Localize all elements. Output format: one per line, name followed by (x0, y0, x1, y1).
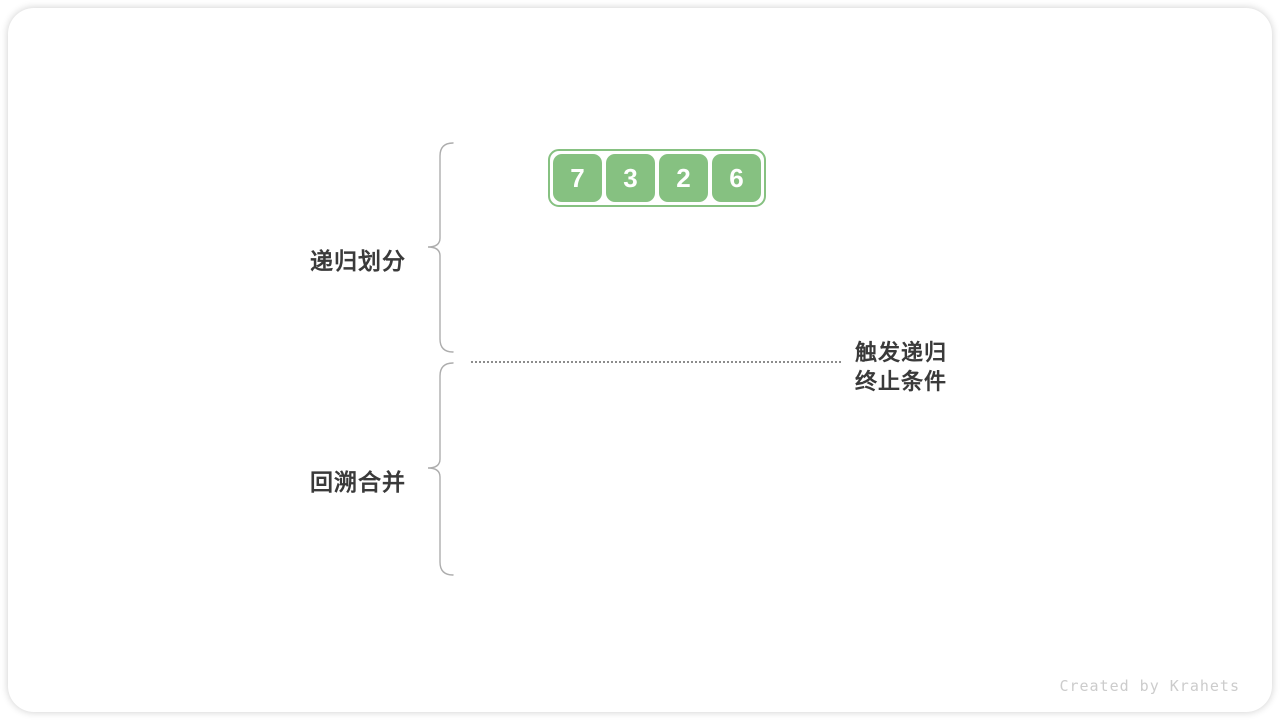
curly-brace-merge (427, 362, 454, 576)
annotation-line-2: 终止条件 (855, 369, 948, 394)
label-backtrack-merge: 回溯合并 (310, 469, 406, 495)
array-cell: 7 (553, 154, 602, 202)
curly-braces-layer (427, 142, 454, 576)
array-cell: 3 (606, 154, 655, 202)
label-recursive-divide: 递归划分 (310, 248, 406, 274)
curly-brace-divide (427, 142, 454, 353)
watermark-credit: Created by Krahets (1059, 677, 1240, 695)
array-cell: 6 (712, 154, 761, 202)
diagram-card: 递归划分 回溯合并 7 3 2 6 触发递归 终止条件 Created by K… (8, 8, 1272, 712)
array-cell: 2 (659, 154, 708, 202)
array-container: 7 3 2 6 (548, 149, 766, 207)
annotation-line-1: 触发递归 (855, 340, 948, 365)
termination-annotation: 触发递归 终止条件 (855, 338, 947, 396)
termination-dotted-line (471, 361, 841, 363)
